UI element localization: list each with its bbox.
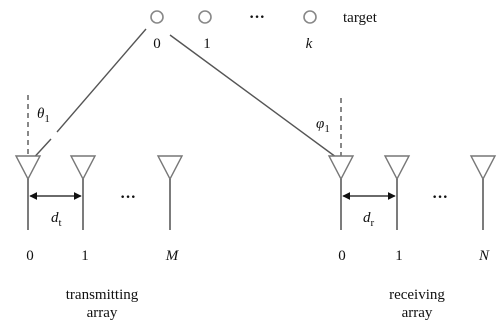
rays: θ1 φ1 [27, 28, 342, 164]
tx-index-M: M [165, 248, 180, 264]
tx-ray [56, 28, 147, 133]
tx-spacing-label: dt [51, 210, 62, 229]
rx-antenna-0 [327, 155, 355, 230]
receiving-array: ··· dr 0 1 N receiving array [327, 155, 497, 321]
tx-antenna-1 [69, 155, 97, 230]
rx-array-ellipsis: ··· [432, 189, 448, 206]
target-element-k [303, 10, 317, 24]
target-index-0: 0 [153, 36, 161, 52]
target-element-0 [150, 10, 164, 24]
rx-index-0: 0 [338, 248, 346, 264]
tx-caption-line2: array [87, 305, 118, 321]
rx-index-N: N [478, 248, 490, 264]
rx-spacing-label: dr [363, 210, 375, 229]
target-index-1: 1 [203, 36, 211, 52]
tx-angle-label: θ1 [37, 106, 50, 125]
rx-ray [169, 34, 341, 161]
transmitting-array: ··· dt 0 1 M transmitting array [14, 155, 184, 321]
rx-index-1: 1 [395, 248, 403, 264]
tx-caption-line1: transmitting [66, 287, 139, 303]
rx-caption-line1: receiving [389, 287, 445, 303]
target-ellipsis: ··· [249, 9, 265, 26]
tx-antenna-0 [14, 155, 42, 230]
target-index-k: k [306, 36, 313, 52]
rx-caption-line2: array [402, 305, 433, 321]
tx-index-1: 1 [81, 248, 89, 264]
target-label: target [343, 10, 378, 26]
rx-angle-label: φ1 [316, 116, 330, 135]
target-element-1 [198, 10, 212, 24]
tx-array-ellipsis: ··· [120, 189, 136, 206]
rx-antenna-1 [383, 155, 411, 230]
tx-antenna-M [156, 155, 184, 230]
tx-index-0: 0 [26, 248, 34, 264]
rx-antenna-N [469, 155, 497, 230]
target-group: ··· target 0 1 k [150, 9, 378, 52]
